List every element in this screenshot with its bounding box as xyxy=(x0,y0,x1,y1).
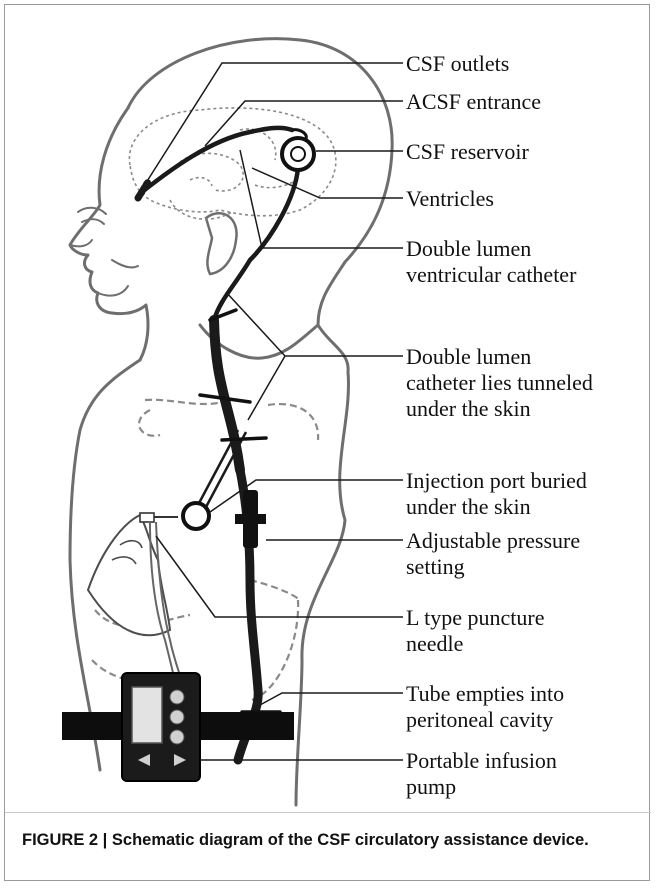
label-csf-outlets: CSF outlets xyxy=(406,51,509,77)
injection-port xyxy=(183,503,209,529)
leader-lines xyxy=(144,63,403,760)
label-needle: L type puncture needle xyxy=(406,605,544,657)
label-infusion-pump: Portable infusion pump xyxy=(406,748,557,800)
double-lumen-catheter xyxy=(214,168,298,760)
label-tunneled-catheter: Double lumen catheter lies tunneled unde… xyxy=(406,344,593,422)
face-details xyxy=(70,208,138,296)
figure-caption: FIGURE 2 | Schematic diagram of the CSF … xyxy=(22,828,642,852)
caption-text: Schematic diagram of the CSF circulatory… xyxy=(112,831,589,849)
label-csf-reservoir: CSF reservoir xyxy=(406,139,529,165)
pressure-valve xyxy=(235,490,266,548)
leader-tunneled-a xyxy=(226,292,403,356)
caption-divider xyxy=(5,812,651,813)
csf-reservoir xyxy=(282,130,314,170)
label-adjustable-pressure: Adjustable pressure setting xyxy=(406,528,580,580)
label-acsf-entrance: ACSF entrance xyxy=(406,89,541,115)
leader-needle xyxy=(156,536,403,617)
ear xyxy=(206,213,237,274)
leader-csf-outlets xyxy=(144,63,403,186)
label-ventricular-catheter: Double lumen ventricular catheter xyxy=(406,236,576,288)
leader-tunneled-b xyxy=(248,356,285,420)
leader-ventricles xyxy=(252,168,403,198)
label-ventricles: Ventricles xyxy=(406,186,494,212)
leader-ventricular-catheter xyxy=(240,150,403,248)
infusion-pump xyxy=(122,673,200,781)
label-tube-empties: Tube empties into peritoneal cavity xyxy=(406,681,564,733)
label-injection-port: Injection port buried under the skin xyxy=(406,468,587,520)
caption-label: FIGURE 2 | xyxy=(22,831,112,849)
leader-tube-empties xyxy=(260,693,403,705)
